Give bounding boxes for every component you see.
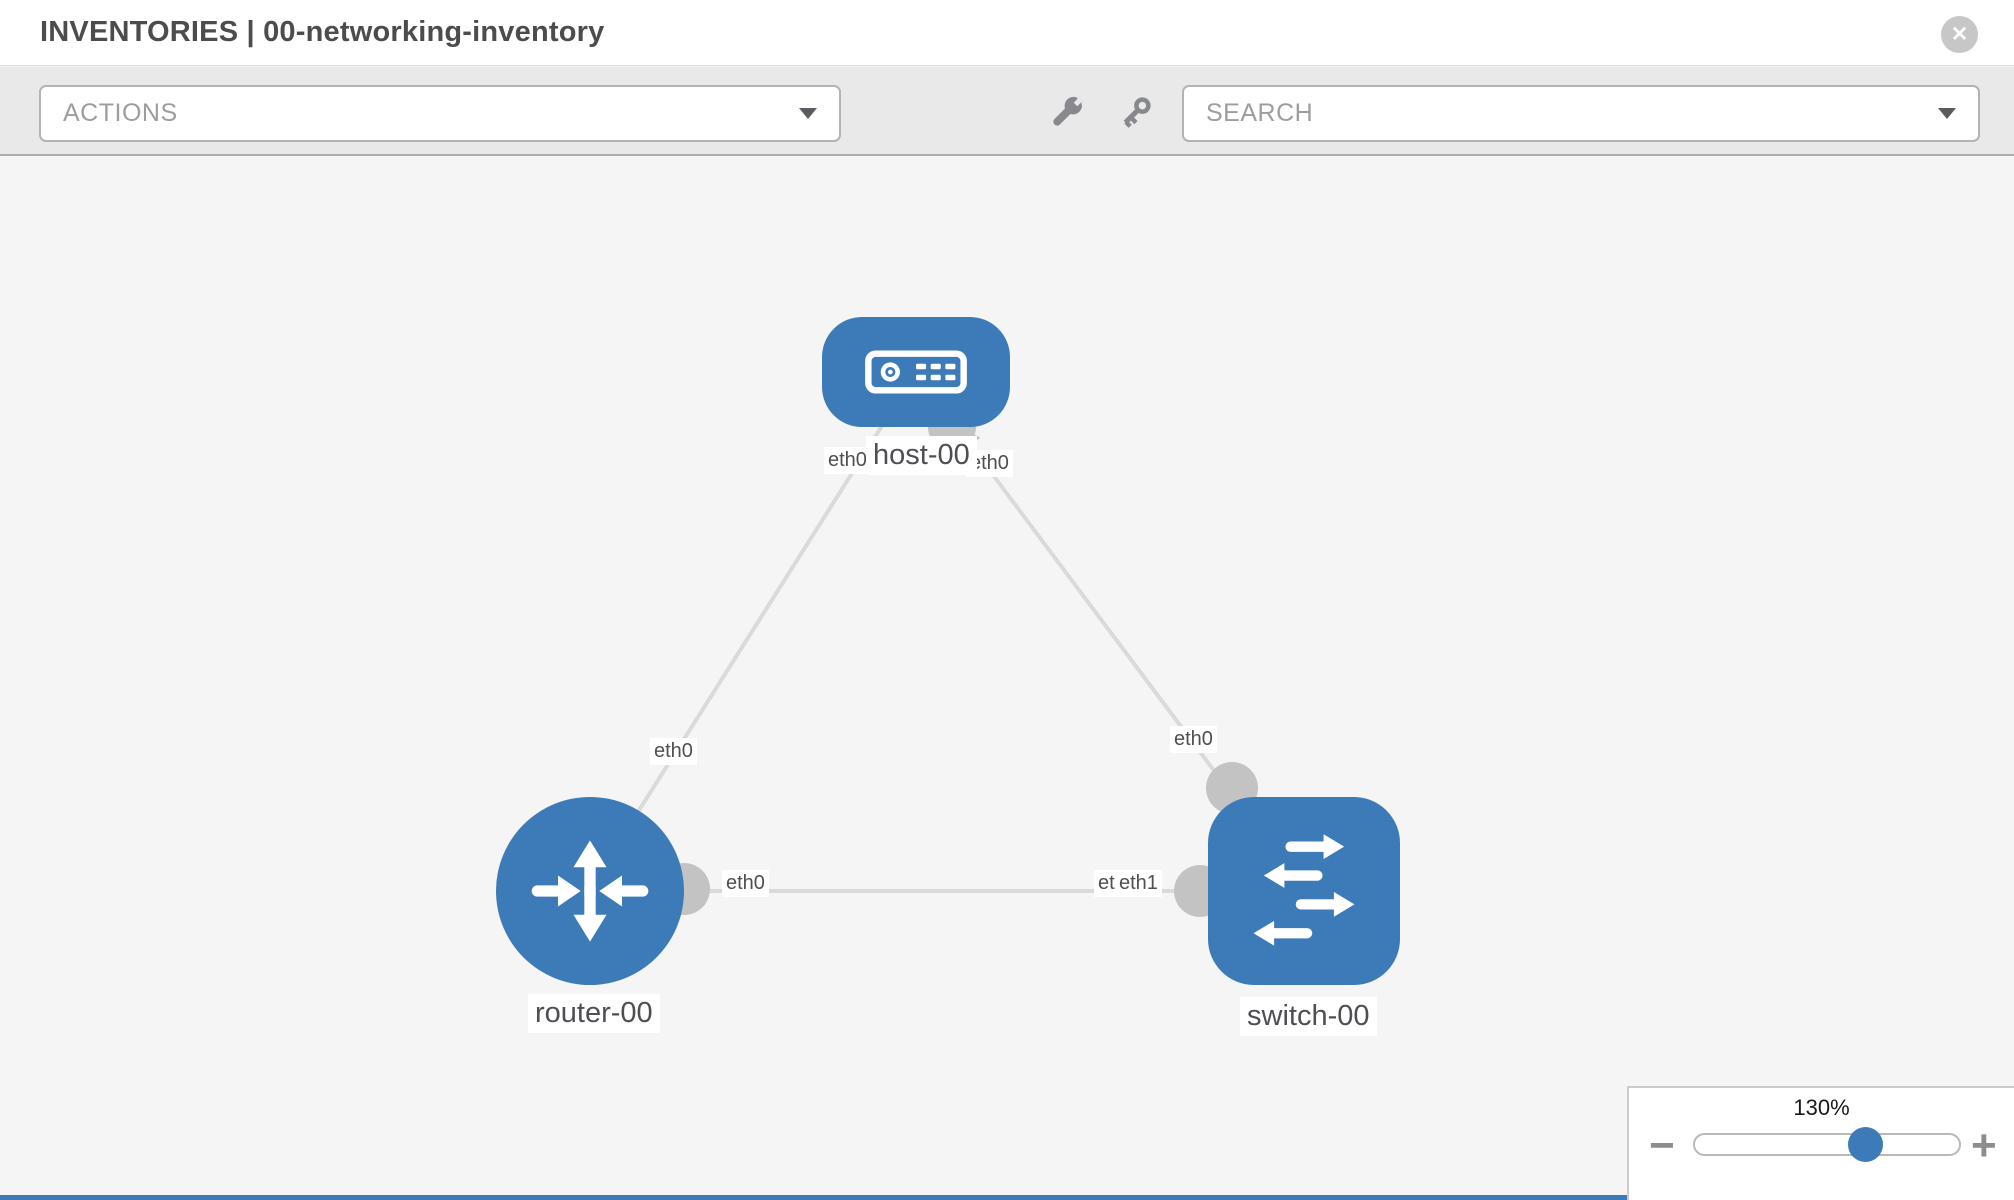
zoom-level-value: 130% <box>1793 1095 1850 1120</box>
zoom-in-button[interactable]: + <box>1971 1124 1997 1168</box>
node-switch-00[interactable] <box>1208 797 1400 985</box>
port-label: eth0 <box>1170 726 1217 753</box>
zoom-slider-track[interactable] <box>1693 1133 1961 1156</box>
node-label: host-00 <box>866 436 977 475</box>
close-icon: ✕ <box>1950 23 1969 46</box>
close-button[interactable]: ✕ <box>1941 16 1978 53</box>
switch-icon <box>1253 834 1355 946</box>
chevron-down-icon <box>799 108 817 119</box>
wrench-icon <box>1053 96 1083 126</box>
header: INVENTORIES | 00-networking-inventory ✕ <box>0 0 2014 66</box>
chevron-down-icon <box>1938 108 1956 119</box>
port-label: eth0 <box>722 870 769 897</box>
actions-dropdown-label: ACTIONS <box>63 99 178 127</box>
zoom-out-button[interactable]: − <box>1649 1124 1675 1168</box>
node-label: switch-00 <box>1240 997 1377 1036</box>
search-dropdown-label: SEARCH <box>1206 99 1314 127</box>
bottom-accent-bar <box>0 1195 2014 1200</box>
zoom-panel: 130% − + <box>1627 1086 2014 1200</box>
search-dropdown[interactable]: SEARCH <box>1182 85 1980 142</box>
port-label: eth1 <box>1115 870 1162 897</box>
router-icon <box>531 840 649 942</box>
host-icon <box>865 350 967 394</box>
node-host-00[interactable] <box>822 317 1010 427</box>
port-label: eth0 <box>824 447 871 474</box>
credentials-button[interactable] <box>1118 94 1154 135</box>
toolbar: ACTIONS SEARCH <box>0 67 2014 156</box>
plus-icon: + <box>1971 1121 1997 1170</box>
port-label: eth0 <box>650 738 697 765</box>
node-router-00[interactable] <box>496 797 684 985</box>
key-icon <box>1123 97 1151 128</box>
page-title: INVENTORIES | 00-networking-inventory <box>40 16 605 48</box>
node-label: router-00 <box>528 994 660 1033</box>
zoom-slider-handle[interactable] <box>1848 1127 1883 1162</box>
actions-dropdown[interactable]: ACTIONS <box>39 85 841 142</box>
configure-button[interactable] <box>1050 94 1086 135</box>
minus-icon: − <box>1649 1121 1675 1170</box>
